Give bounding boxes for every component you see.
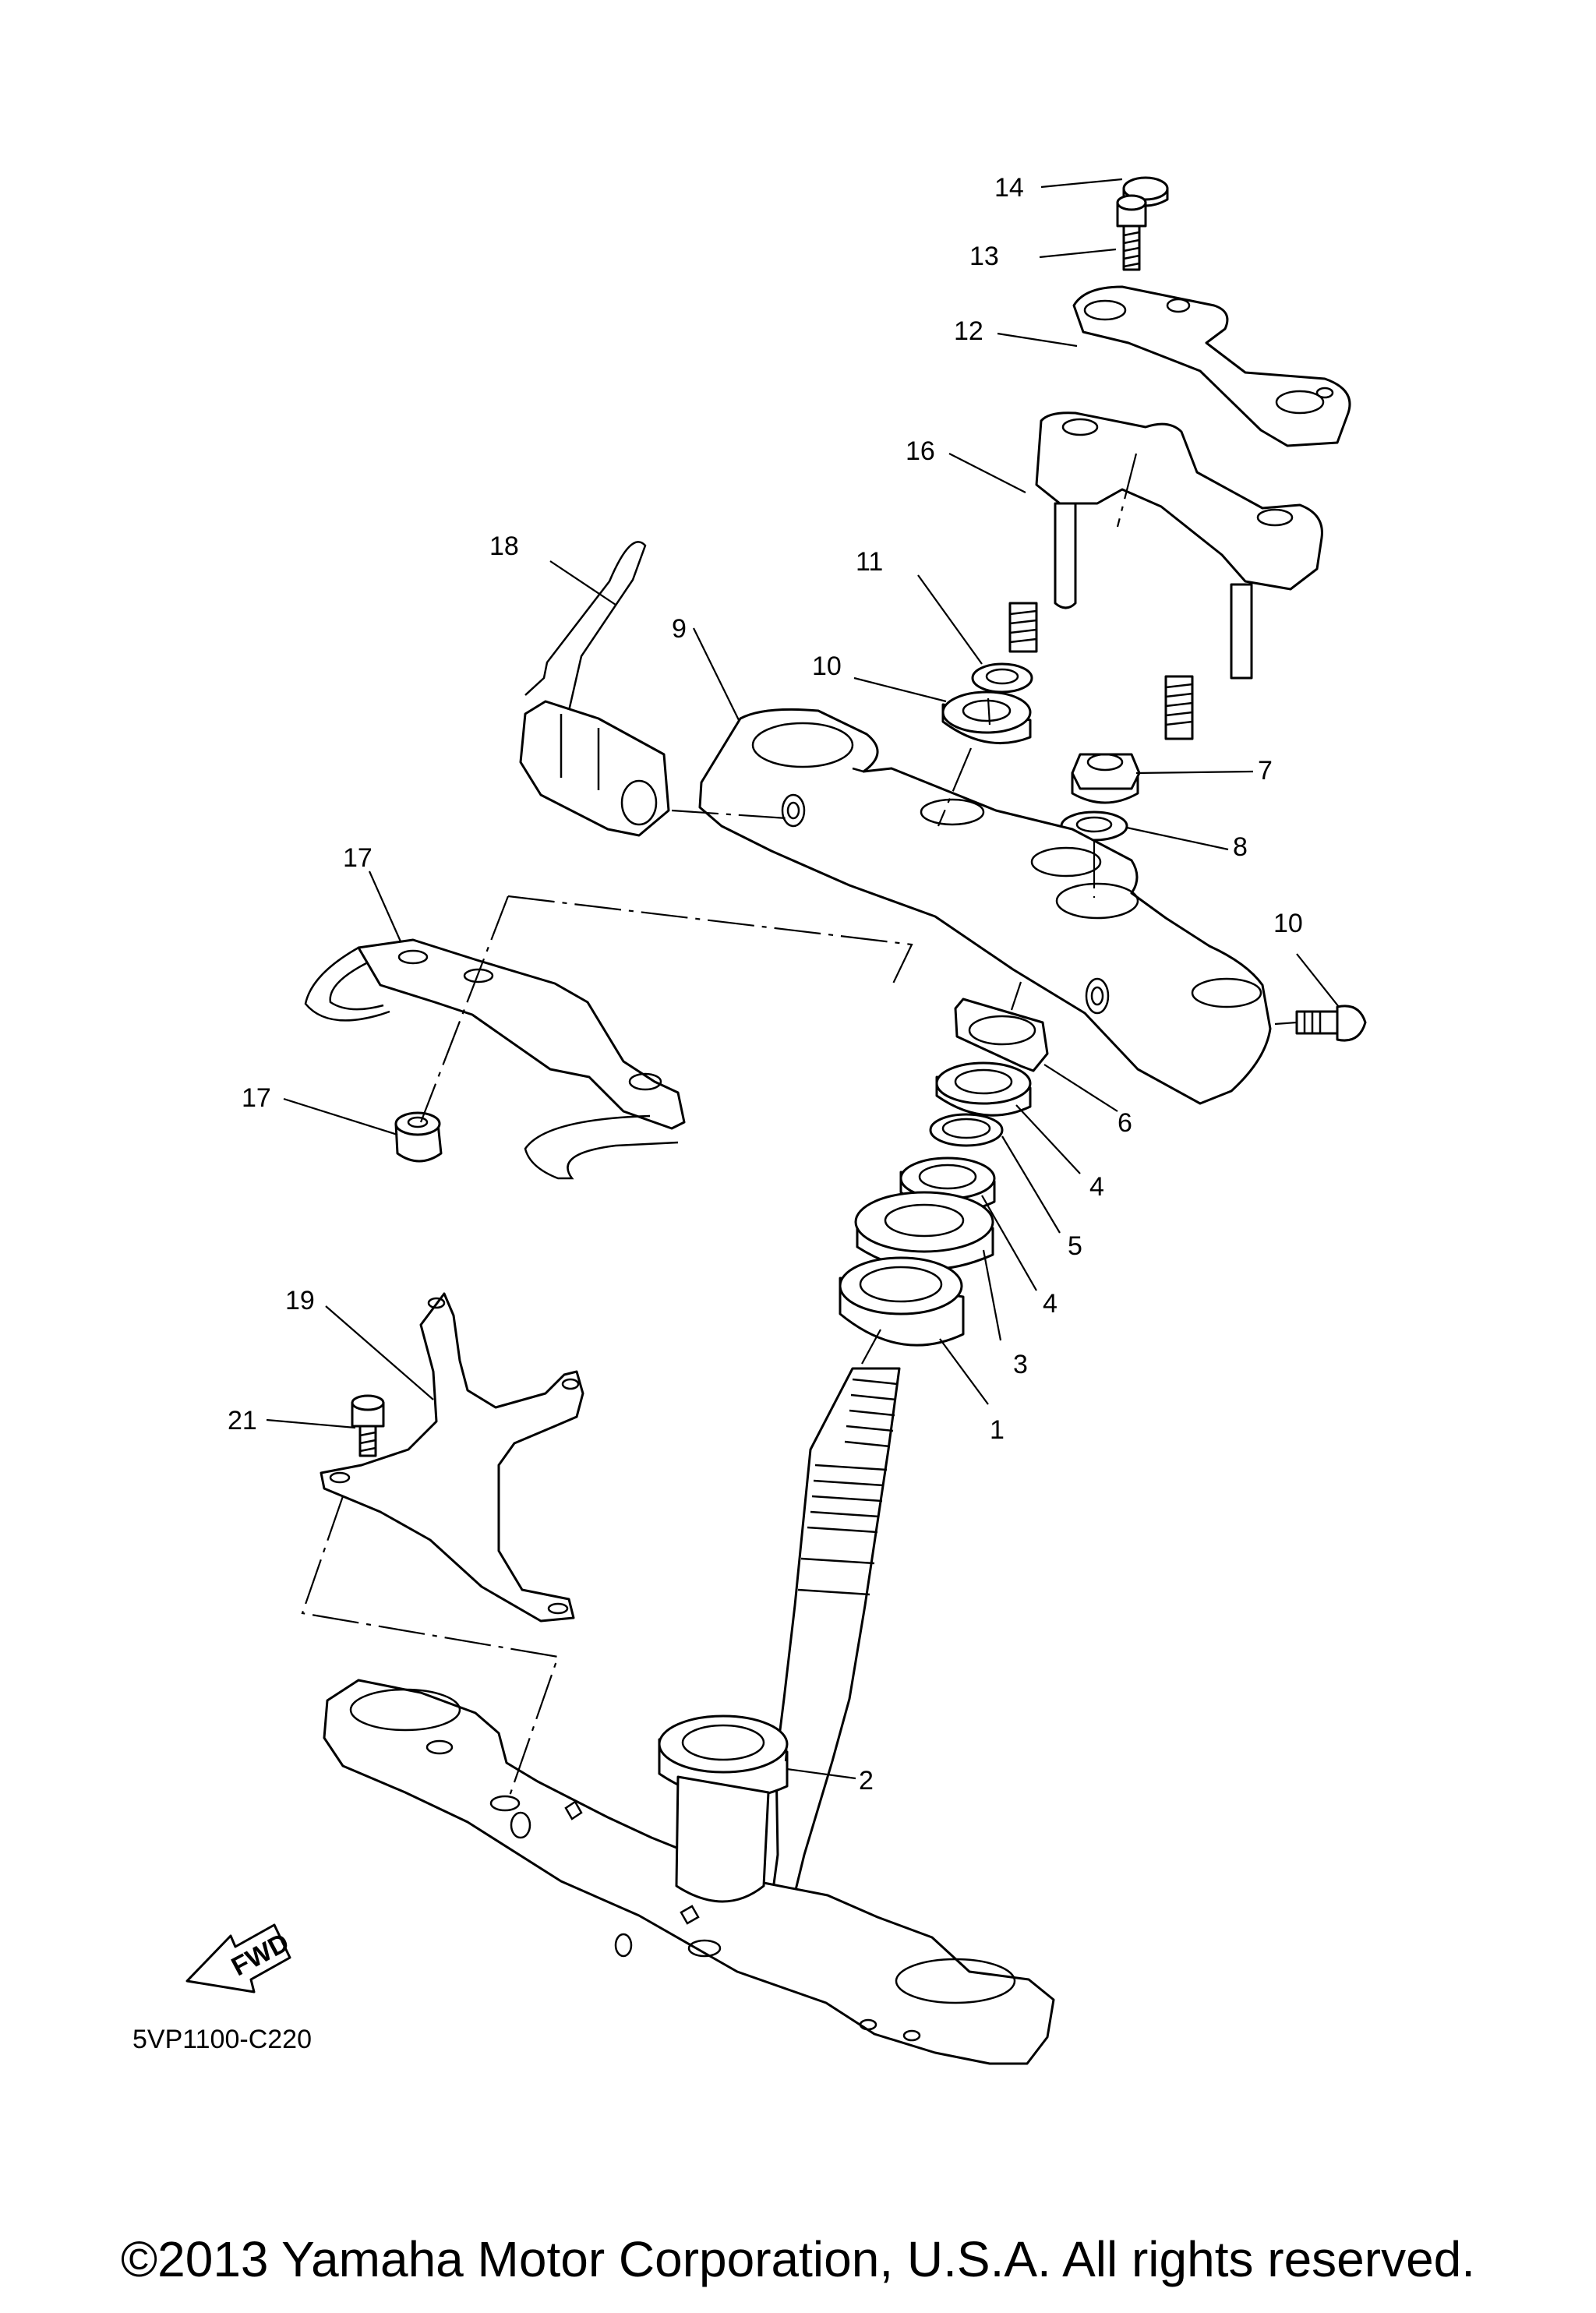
part-17-nut: [394, 1111, 443, 1163]
label-16: 16: [906, 436, 935, 466]
label-5: 5: [1068, 1231, 1082, 1261]
label-11: 10: [812, 652, 842, 681]
label-9: 9: [672, 614, 687, 644]
part-7-nut: [1071, 753, 1141, 804]
part-3-seal: [854, 1191, 994, 1271]
part-1-bearing: [839, 1256, 965, 1347]
label-4-upper: 4: [1089, 1172, 1104, 1202]
label-15: 14: [994, 173, 1024, 203]
label-3: 3: [1013, 1350, 1028, 1379]
label-20: 19: [285, 1286, 315, 1315]
label-14: 13: [969, 242, 999, 271]
part-4-ring-nut-upper: [935, 1061, 1032, 1117]
diagram-code: 5VP1100-C220: [132, 2025, 312, 2054]
alignment-lines: [301, 453, 1298, 1801]
label-10: 10: [1273, 909, 1303, 938]
part-16-lower-holder: [1008, 411, 1323, 740]
part-18-bracket: [304, 938, 686, 1180]
label-4-lower: 4: [1043, 1289, 1058, 1319]
part-19-holder: [519, 541, 670, 837]
label-19: 18: [489, 531, 519, 561]
part-10-bolt: [1295, 1005, 1367, 1042]
part-20-bracket: [320, 1292, 584, 1623]
part-5-lock-washer: [929, 1113, 1004, 1147]
part-labels: 14 13 12 16 18 11 9 10 7 8 17 10 17 6 4 …: [228, 173, 1303, 1796]
fwd-arrow-icon: FWD: [185, 1923, 294, 1993]
part-2-bearing: [658, 1714, 789, 1903]
label-8: 8: [1233, 832, 1248, 862]
label-7: 7: [1258, 756, 1273, 786]
part-21-bolt: [351, 1394, 385, 1457]
part-14-bolt: [1116, 194, 1147, 271]
label-21: 21: [228, 1406, 257, 1435]
label-17: 17: [242, 1083, 271, 1113]
part-11-bushing: [941, 690, 1032, 745]
label-13: 12: [954, 316, 983, 346]
part-13-upper-holder: [1072, 285, 1351, 447]
part-6-collar: [954, 998, 1049, 1072]
leader-lines: [266, 178, 1340, 1780]
label-1: 1: [990, 1415, 1005, 1445]
copyright-notice: ©2013 Yamaha Motor Corporation, U.S.A. A…: [120, 2231, 1476, 2287]
label-12: 11: [856, 547, 883, 577]
label-18: 17: [343, 843, 373, 873]
steering-stem-shaft: [767, 1367, 901, 1926]
part-12-washer: [971, 662, 1033, 694]
label-6: 6: [1118, 1108, 1132, 1138]
part-9-upper-bracket: [698, 708, 1272, 1105]
label-2: 2: [859, 1766, 874, 1796]
